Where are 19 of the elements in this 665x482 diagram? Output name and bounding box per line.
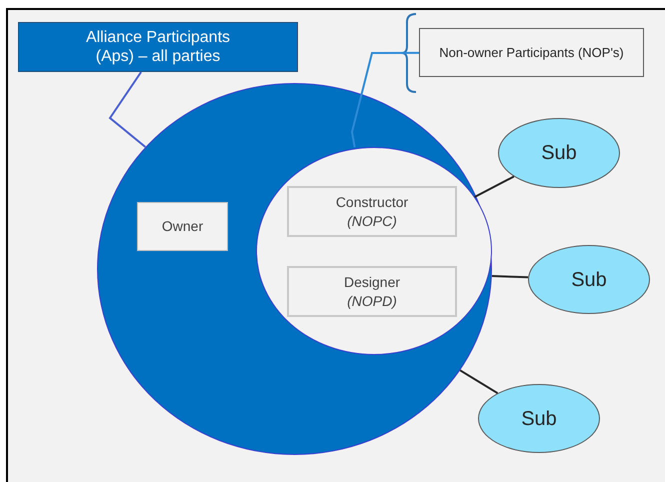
node-text: Sub bbox=[541, 141, 577, 166]
label-box bbox=[419, 28, 644, 77]
title-box bbox=[18, 22, 298, 72]
node-text: Alliance Participants (Aps) – all parties bbox=[84, 28, 232, 66]
node-text: (NOPD) bbox=[347, 292, 397, 310]
role-box bbox=[287, 186, 457, 237]
node-text: Constructor bbox=[336, 192, 408, 212]
connector-line bbox=[474, 176, 514, 198]
node-text: Owner bbox=[162, 217, 204, 236]
leader-line bbox=[108, 71, 146, 148]
node-text: Non-owner Participants (NOP's) bbox=[439, 44, 624, 62]
node-text: Designer bbox=[344, 272, 400, 292]
node-text: Sub bbox=[521, 406, 557, 432]
role-box bbox=[287, 266, 457, 317]
leader-line bbox=[350, 52, 419, 148]
node-text: (NOPC) bbox=[347, 212, 397, 230]
role-box bbox=[137, 202, 228, 251]
connector-line bbox=[492, 275, 528, 278]
node-text: Sub bbox=[571, 268, 607, 292]
